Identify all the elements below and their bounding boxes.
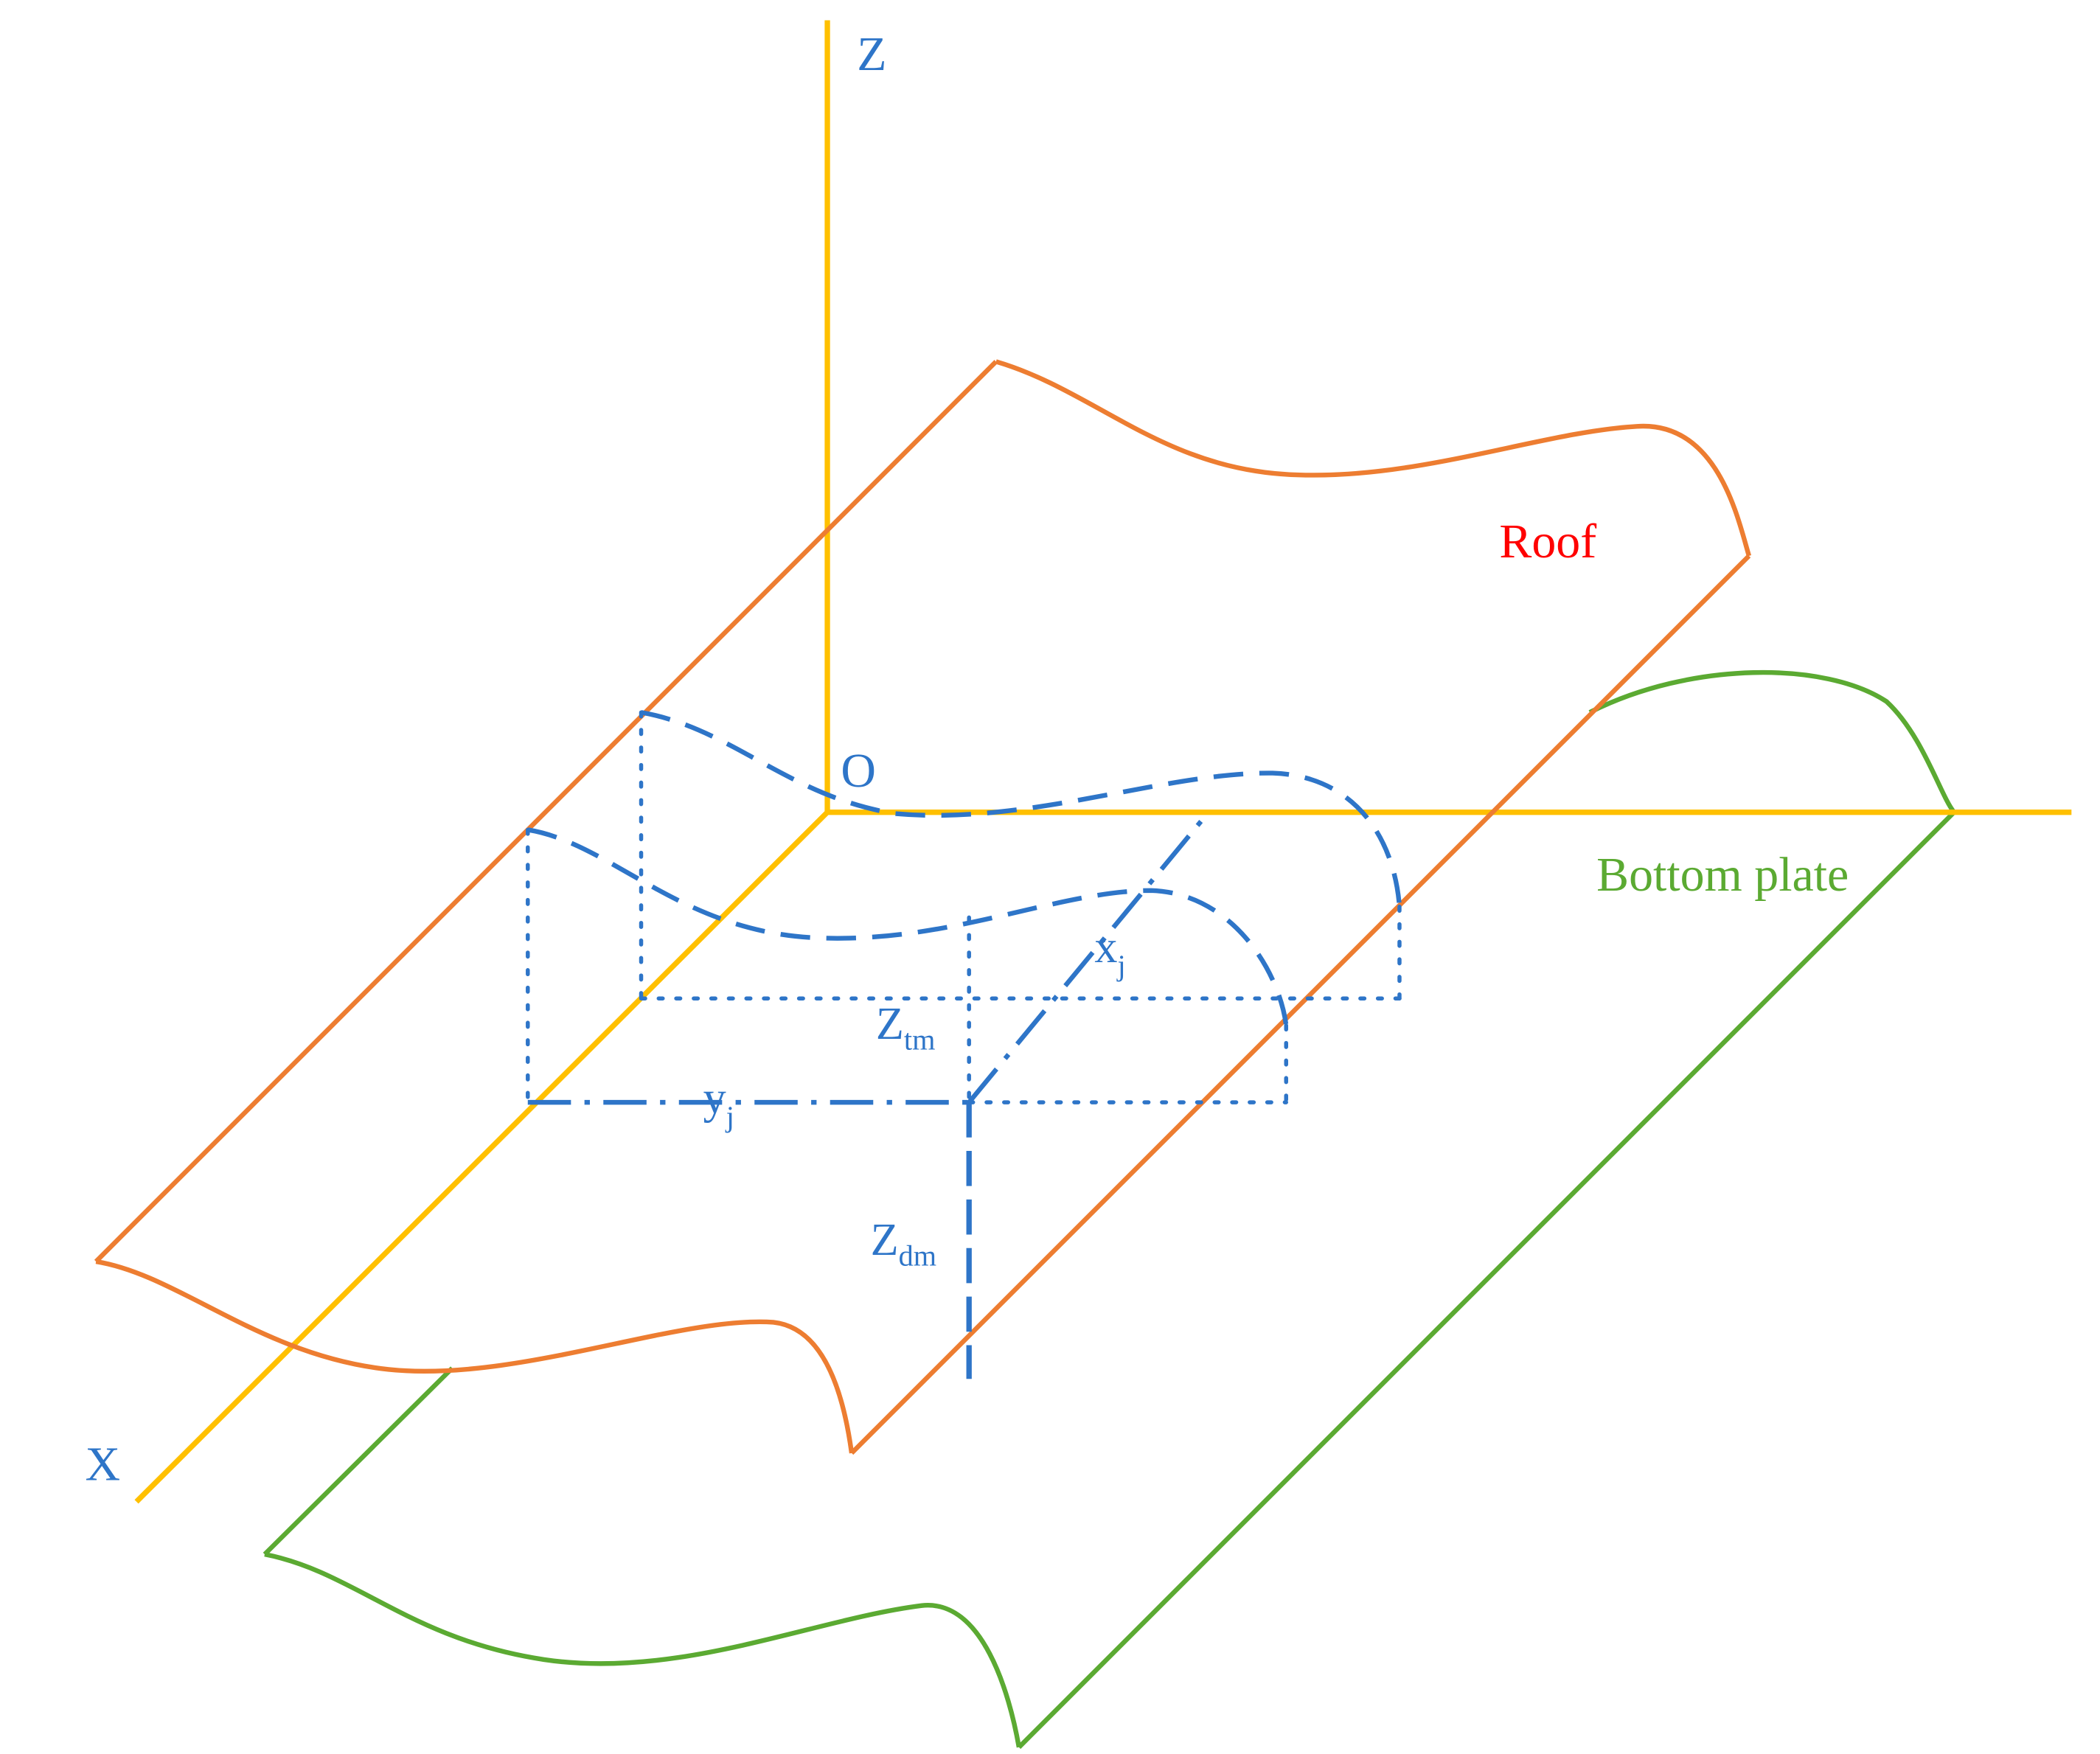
z-axis-label: Z [857, 27, 886, 81]
labels: Z O X Roof Bottom plate xj yj Ztm Zdm [86, 27, 1849, 1491]
x-axis-label: X [86, 1438, 121, 1492]
roof-back-edge [995, 359, 1752, 557]
yj-label-sub: j [725, 1100, 734, 1133]
yj-label: yj [703, 1073, 734, 1133]
bottom-plate-right-edge [1017, 810, 1956, 1750]
roof-front-edge [95, 1259, 855, 1454]
yj-label-main: y [703, 1073, 726, 1124]
xj-dash-dot-line [967, 815, 1207, 1104]
roof-surface [94, 359, 1752, 1455]
ztm-label: Ztm [876, 999, 936, 1057]
upper-dashed-curve [640, 710, 1402, 908]
roof-right-edge [849, 554, 1751, 1455]
bottom-plate-far-edge [1588, 669, 1956, 814]
origin-label: O [841, 744, 876, 798]
bottom-plate-surface [262, 669, 1956, 1750]
ztm-label-sub: tm [904, 1023, 936, 1057]
roof-label: Roof [1499, 515, 1596, 568]
xj-label-sub: j [1116, 949, 1125, 982]
roof-left-edge [94, 360, 998, 1264]
annotation-lines [526, 710, 1402, 1379]
axes [134, 20, 2072, 1504]
bottom-plate-label: Bottom plate [1596, 848, 1849, 902]
zdm-label-sub: dm [899, 1239, 936, 1273]
lower-dashed-curve [527, 827, 1289, 1026]
xj-label-main: x [1094, 922, 1117, 972]
xj-label: xj [1094, 922, 1125, 982]
bottom-plate-front-edge [264, 1552, 1022, 1748]
ztm-label-main: Z [876, 999, 904, 1049]
zdm-label-main: Z [871, 1215, 899, 1265]
zdm-label: Zdm [871, 1215, 936, 1273]
bottom-plate-left-edge [262, 1366, 454, 1556]
x-axis-line [134, 810, 830, 1504]
